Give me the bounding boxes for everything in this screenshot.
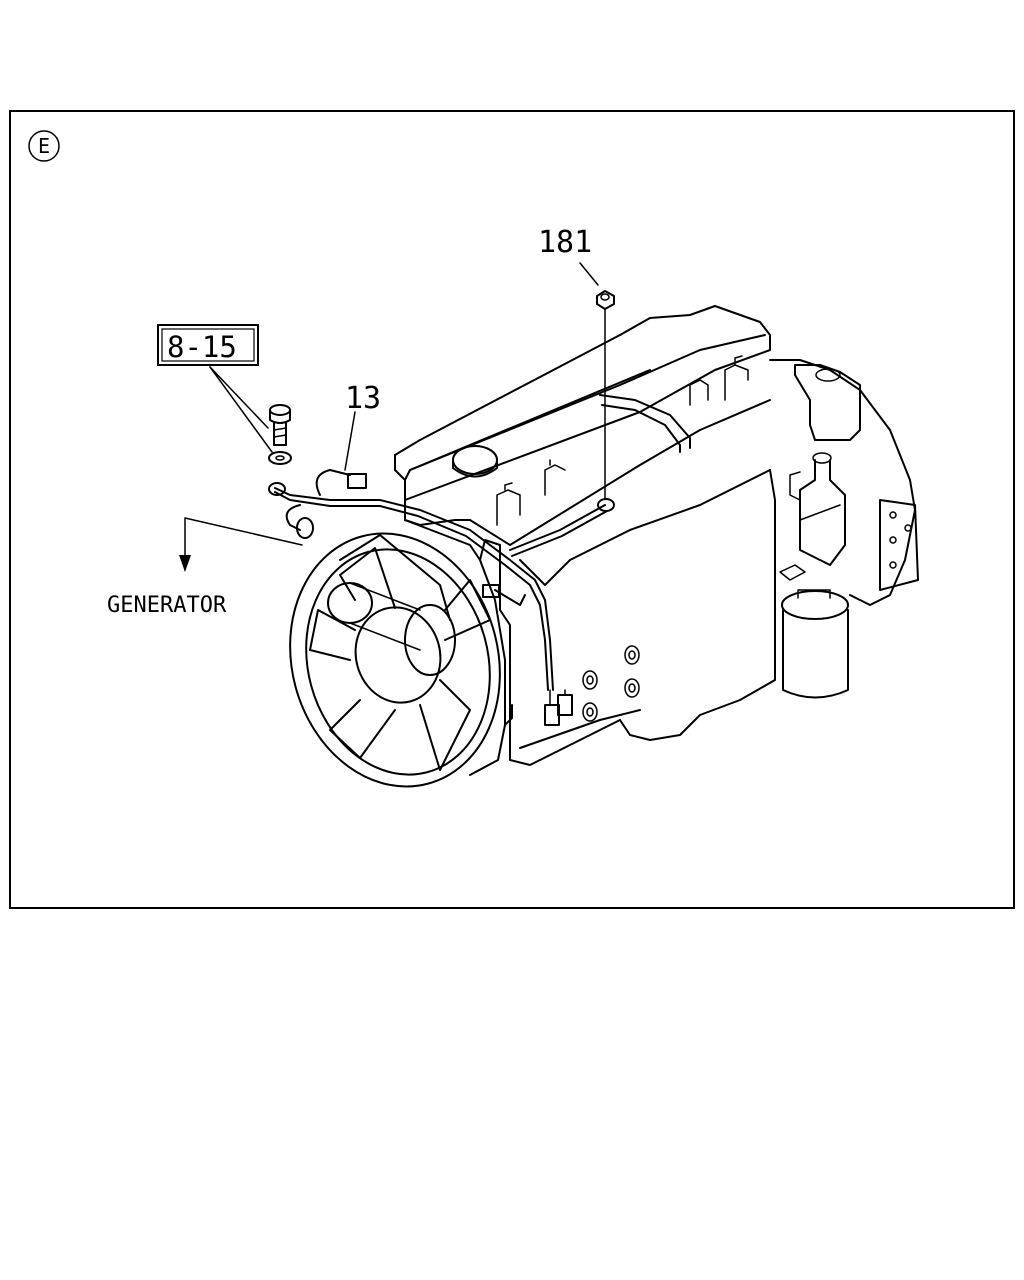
section-marker: E xyxy=(28,130,60,162)
cooling-fan-assembly xyxy=(289,519,513,788)
block-bosses xyxy=(582,645,640,722)
diagram-frame xyxy=(9,110,1015,909)
engine-block xyxy=(394,305,919,766)
bolt-and-washer xyxy=(268,404,292,465)
leader-lines xyxy=(179,262,606,572)
oil-filter xyxy=(781,589,849,699)
section-marker-letter: E xyxy=(38,134,50,158)
nut xyxy=(596,290,615,310)
callout-8-15-inner-box xyxy=(161,328,255,362)
callout-8-15: 8-15 xyxy=(167,330,237,364)
wire-harness xyxy=(268,469,615,726)
callout-generator: GENERATOR xyxy=(107,593,227,618)
callout-13: 13 xyxy=(345,381,381,416)
callout-8-15-box xyxy=(157,324,259,366)
callout-181: 181 xyxy=(538,225,592,260)
